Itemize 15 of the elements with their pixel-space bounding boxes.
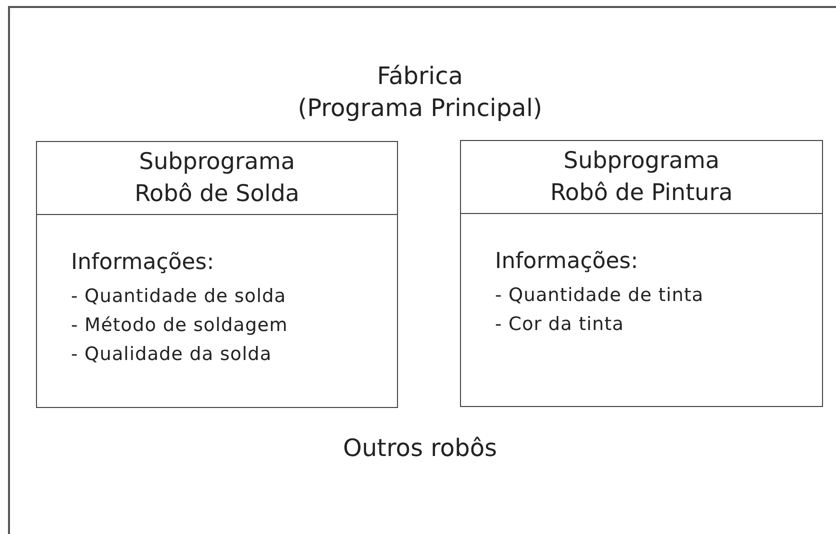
frame-title: Fábrica [376, 61, 464, 92]
info-item: - Quantidade de solda [71, 286, 286, 307]
frame-border [8, 6, 836, 534]
frame-subtitle: (Programa Principal) [296, 93, 544, 124]
subprogram-box [36, 141, 398, 408]
info-item: - Cor da tinta [495, 314, 624, 335]
info-item: - Método de soldagem [71, 315, 288, 336]
header-text: Subprograma Robô de Pintura [549, 147, 734, 208]
info-item: - Quantidade de tinta [495, 285, 704, 306]
subprogram-box [460, 140, 823, 407]
info-item: - Qualidade da solda [71, 344, 272, 365]
info-heading: Informações: [495, 249, 638, 274]
info-heading: Informações: [71, 250, 214, 275]
header-text: Subprograma Robô de Solda [134, 148, 300, 209]
frame-note: Outros robôs [342, 433, 498, 464]
